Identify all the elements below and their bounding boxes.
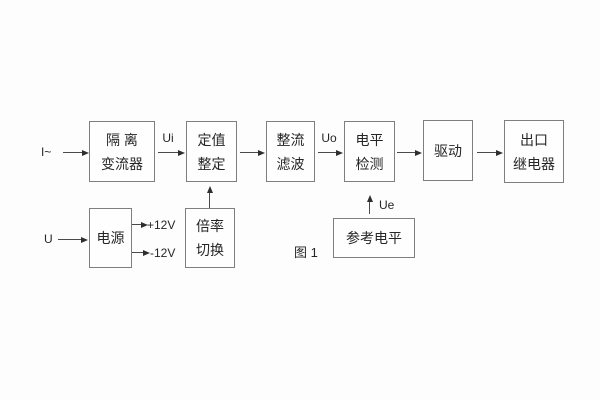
block-label: 切换	[196, 242, 224, 258]
signal-label-input-voltage: U	[44, 232, 53, 246]
signal-label-minus12v: -12V	[150, 246, 176, 260]
block-label: 检测	[355, 155, 384, 172]
block-label: 继电器	[513, 155, 555, 172]
block-power-supply: 电源	[89, 208, 132, 268]
signal-label-ue: Ue	[379, 198, 395, 212]
block-label: 参考电平	[346, 230, 402, 246]
arrow-up-icon	[365, 195, 374, 214]
block-drive: 驱动	[423, 120, 473, 181]
block-label: 出口	[520, 131, 548, 148]
block-setpoint-adjust: 定值 整定	[186, 121, 237, 182]
arrow-right-icon	[318, 148, 343, 157]
block-label: 电源	[96, 230, 125, 246]
block-output-relay: 出口 继电器	[504, 120, 564, 183]
block-label: 定值	[197, 131, 226, 148]
block-isolation-transformer: 隔 离 变流器	[89, 121, 155, 182]
arrow-right-icon	[58, 235, 88, 244]
block-label: 滤波	[276, 155, 305, 172]
block-label: 变流器	[101, 155, 143, 172]
block-label: 电平	[355, 131, 384, 148]
block-ratio-switch: 倍率 切换	[185, 208, 235, 268]
arrow-right-icon	[132, 248, 150, 257]
arrow-up-icon	[205, 186, 214, 208]
arrow-right-icon	[63, 148, 89, 157]
block-reference-level: 参考电平	[333, 218, 415, 258]
block-level-detect: 电平 检测	[344, 121, 395, 182]
block-rectifier-filter: 整流 滤波	[266, 121, 315, 182]
signal-label-ui: Ui	[162, 131, 174, 145]
arrow-right-icon	[240, 148, 265, 157]
arrow-right-icon	[158, 148, 185, 157]
block-label: 驱动	[434, 142, 462, 159]
block-label: 整定	[197, 155, 226, 172]
block-label: 隔 离	[106, 131, 138, 148]
signal-label-input-current: I~	[41, 145, 52, 159]
arrow-right-icon	[132, 220, 148, 229]
block-label: 倍率	[196, 218, 224, 234]
figure-caption: 图 1	[294, 245, 318, 260]
signal-label-uo: Uo	[321, 131, 337, 145]
arrow-right-icon	[397, 148, 422, 157]
arrow-right-icon	[477, 148, 503, 157]
signal-label-plus12v: +12V	[147, 218, 176, 232]
block-label: 整流	[276, 131, 305, 148]
